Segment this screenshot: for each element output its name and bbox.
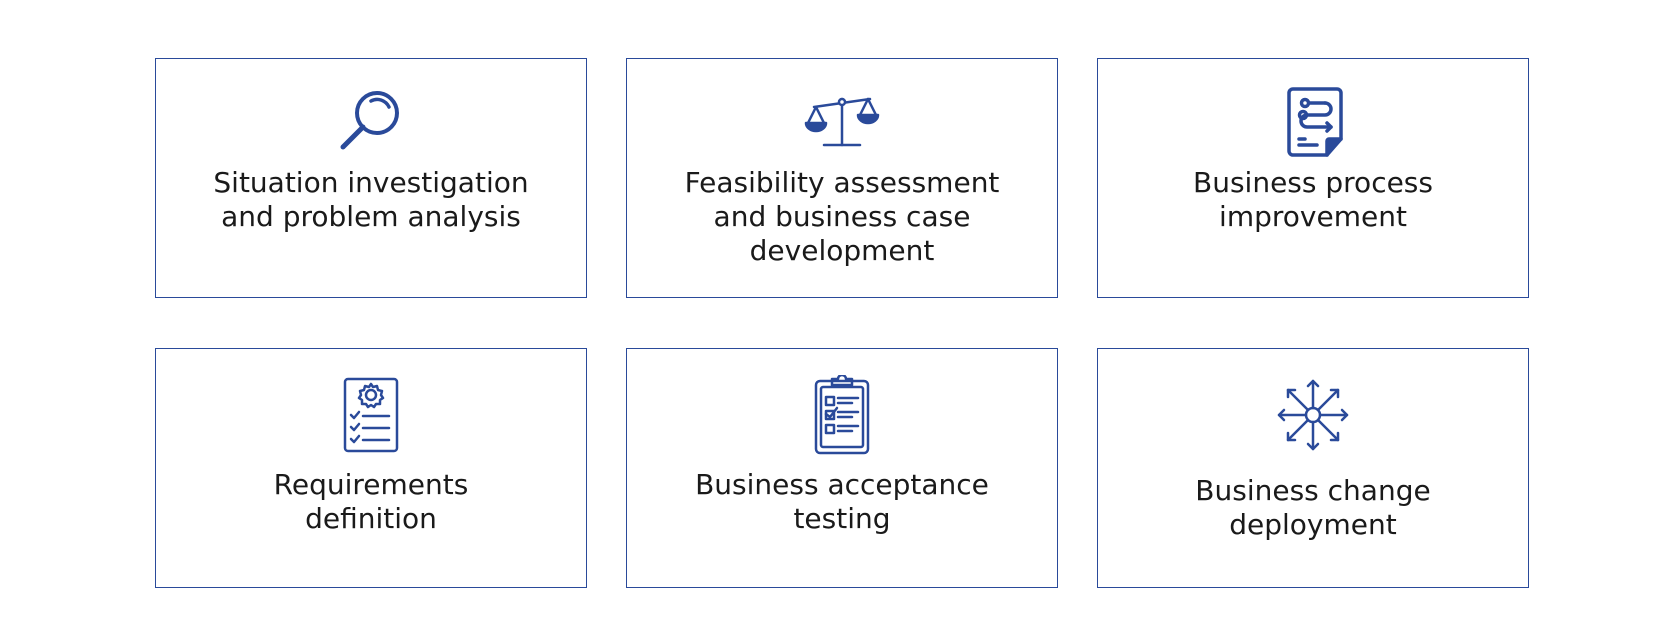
card-requirements-definition: Requirements definition xyxy=(155,348,587,588)
clipboard-checklist-icon xyxy=(802,375,882,455)
card-feasibility-assessment: Feasibility assessment and business case… xyxy=(626,58,1058,298)
balance-scale-icon xyxy=(802,83,882,163)
distribution-arrows-icon xyxy=(1273,375,1353,455)
card-business-process-improvement: Business process improvement xyxy=(1097,58,1529,298)
card-situation-investigation: Situation investigation and problem anal… xyxy=(155,58,587,298)
requirements-document-icon xyxy=(331,375,411,455)
card-business-change-deployment: Business change deployment xyxy=(1097,348,1529,588)
services-grid: Situation investigation and problem anal… xyxy=(155,58,1529,588)
card-label: Business process improvement xyxy=(1193,166,1433,233)
card-label: Situation investigation and problem anal… xyxy=(213,166,529,233)
magnifier-icon xyxy=(331,83,411,163)
card-business-acceptance-testing: Business acceptance testing xyxy=(626,348,1058,588)
card-label: Requirements definition xyxy=(273,468,469,535)
process-document-icon xyxy=(1273,83,1353,163)
card-label: Business change deployment xyxy=(1195,474,1431,541)
card-label: Feasibility assessment and business case… xyxy=(684,166,1000,267)
card-label: Business acceptance testing xyxy=(695,468,989,535)
